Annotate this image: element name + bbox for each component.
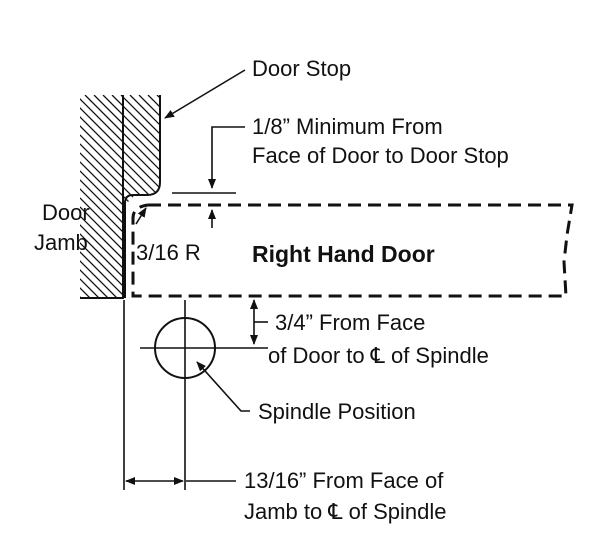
hatch-line xyxy=(80,95,160,298)
radius-leader xyxy=(135,207,147,225)
door-title: Right Hand Door xyxy=(252,241,435,267)
hatch-line xyxy=(80,95,152,298)
spindle-dim-label-line2: of Door to ℄ of Spindle xyxy=(268,343,489,368)
hatch-line xyxy=(102,95,160,298)
door-jamb-label-door: Door xyxy=(42,200,90,225)
gap-label-line1: 1/8” Minimum From xyxy=(252,114,443,139)
hatch-line xyxy=(80,95,160,298)
hatch-line xyxy=(84,95,160,298)
hatch-line xyxy=(80,95,125,298)
hatch-line xyxy=(80,95,160,298)
jamb-dim-label-post: of Spindle xyxy=(343,499,447,524)
door-jamb-label-jamb: Jamb xyxy=(34,230,88,255)
hatch-line xyxy=(80,95,160,298)
gap-leader xyxy=(208,126,245,189)
jamb-outline xyxy=(80,95,161,299)
gap-label-line2: Face of Door to Door Stop xyxy=(252,143,509,168)
centerline-symbol: ℄ xyxy=(370,343,386,368)
radius-label: 3/16 R xyxy=(136,240,201,265)
spindle-dim-label-post: of Spindle xyxy=(385,343,489,368)
centerline-symbol: ℄ xyxy=(327,499,343,524)
hatch-line xyxy=(80,95,143,298)
jamb-dim-label-pre: Jamb to xyxy=(244,499,328,524)
hatch-line xyxy=(80,95,160,298)
hatch-line xyxy=(80,95,160,298)
spindle-position-leader xyxy=(196,361,250,412)
hatch-line xyxy=(80,95,160,298)
spindle-position-label: Spindle Position xyxy=(258,399,416,424)
door-stop-label: Door Stop xyxy=(252,56,351,81)
spindle-dim-label-pre: of Door to xyxy=(268,343,371,368)
jamb-dim-label-line2: Jamb to ℄ of Spindle xyxy=(244,499,446,524)
hatch-line xyxy=(80,95,160,298)
spindle-dim-label-line1: 3/4” From Face xyxy=(275,310,425,335)
hatch-line xyxy=(111,95,160,298)
hatch-line xyxy=(80,95,160,298)
door-stop-leader xyxy=(164,69,246,119)
hatch-line xyxy=(80,95,134,298)
hatch-line xyxy=(93,95,160,298)
hatch-line xyxy=(120,95,160,298)
door-outline xyxy=(131,203,574,298)
jamb-dim-label-line1: 13/16” From Face of xyxy=(244,468,444,493)
